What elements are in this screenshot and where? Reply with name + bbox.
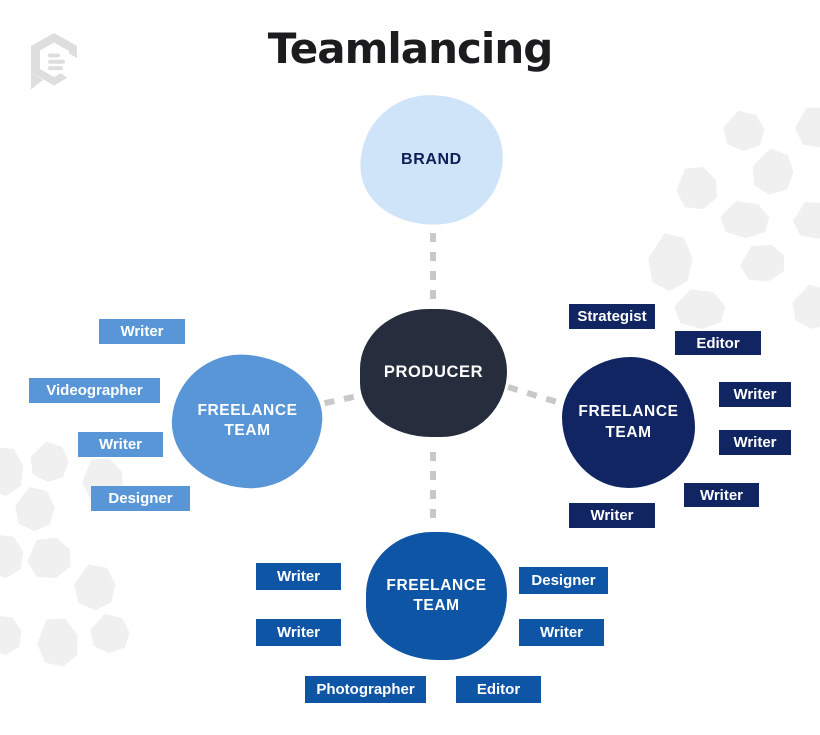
role-chip-writer: Writer <box>569 503 655 528</box>
connector-producer-right-team <box>507 384 559 406</box>
hexagon-decoration <box>72 562 118 611</box>
hexagon-decoration <box>793 104 820 150</box>
role-chip-writer: Writer <box>519 619 604 646</box>
role-chip-videographer: Videographer <box>29 378 160 403</box>
connector-producer-left-team <box>323 391 365 407</box>
role-chip-photographer: Photographer <box>305 676 426 703</box>
hexagon-decoration <box>26 438 72 485</box>
role-chip-writer: Writer <box>78 432 163 457</box>
connector-producer-bottom-team <box>430 452 436 528</box>
hexagon-decoration <box>673 288 727 331</box>
hexagon-decoration <box>789 282 820 333</box>
freelance-team-left-node: FREELANCE TEAM <box>167 349 327 494</box>
role-chip-writer: Writer <box>719 430 791 455</box>
hexagon-decoration <box>792 200 820 241</box>
role-chip-editor: Editor <box>675 331 761 355</box>
hexagon-decoration <box>23 533 75 583</box>
hexagon-decoration <box>645 231 696 293</box>
hexagon-decoration <box>0 447 24 496</box>
role-chip-writer: Writer <box>719 382 791 407</box>
hexagon-decoration <box>720 108 767 153</box>
hexagon-decoration <box>0 615 22 655</box>
clearvoice-logo-icon <box>26 31 82 98</box>
hexagon-decoration <box>719 199 771 239</box>
hexagon-decoration <box>34 615 82 670</box>
hexagon-decoration <box>12 485 57 534</box>
freelance-team-left-label: FREELANCE TEAM <box>196 402 298 440</box>
hexagon-decoration <box>672 163 721 214</box>
freelance-team-right-label: FREELANCE TEAM <box>578 403 679 441</box>
hexagon-decoration <box>747 145 799 200</box>
role-chip-designer: Designer <box>519 567 608 594</box>
freelance-team-bottom-label: FREELANCE TEAM <box>386 576 487 614</box>
hexagon-decoration <box>87 611 133 656</box>
hexagon-decoration <box>738 241 789 285</box>
role-chip-editor: Editor <box>456 676 541 703</box>
role-chip-strategist: Strategist <box>569 304 655 329</box>
role-chip-writer: Writer <box>99 319 185 344</box>
role-chip-writer: Writer <box>256 563 341 590</box>
role-chip-writer: Writer <box>256 619 341 646</box>
connector-brand-producer <box>430 233 436 311</box>
hexagon-decoration <box>0 534 24 578</box>
freelance-team-right-node: FREELANCE TEAM <box>562 357 695 488</box>
page-title: Teamlancing <box>267 24 554 73</box>
producer-node: PRODUCER <box>360 309 507 437</box>
brand-node-label: BRAND <box>401 150 462 168</box>
producer-node-label: PRODUCER <box>383 363 484 382</box>
freelance-team-bottom-node: FREELANCE TEAM <box>366 532 507 660</box>
role-chip-writer: Writer <box>684 483 759 507</box>
role-chip-designer: Designer <box>91 486 190 511</box>
brand-node: BRAND <box>353 87 510 233</box>
